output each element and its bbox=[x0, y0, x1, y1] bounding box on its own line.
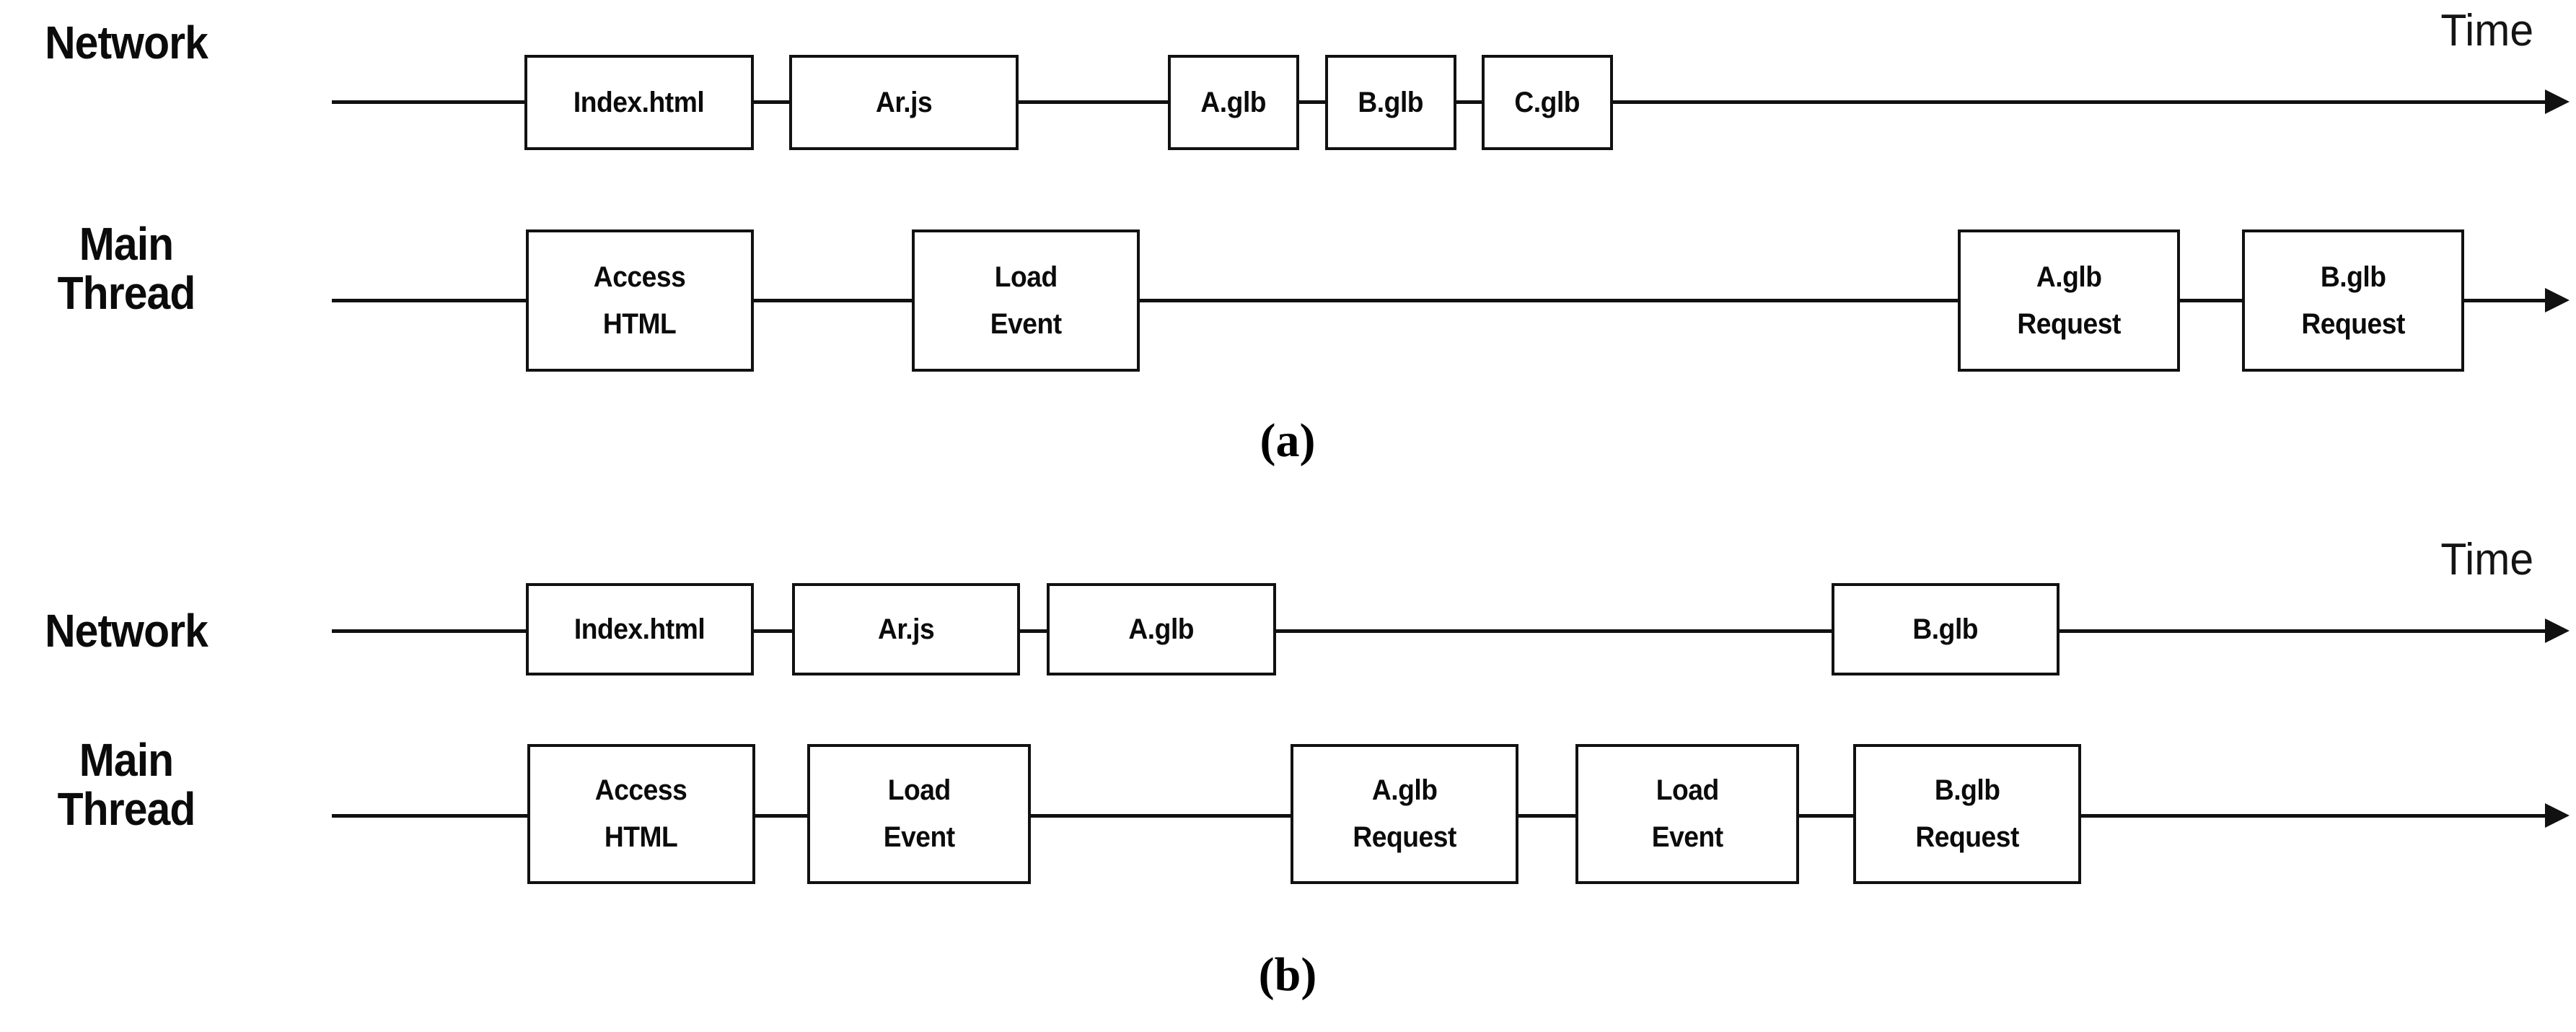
event-box-label: Ar.js bbox=[877, 613, 935, 645]
event-box-network-a-b-glb[interactable]: B.glb bbox=[1325, 55, 1456, 150]
event-box-label: Index.html bbox=[574, 613, 705, 645]
event-box-main-thread-b-load-event-1[interactable]: Load Event bbox=[807, 744, 1031, 884]
row-label-network-b: Network bbox=[45, 605, 208, 657]
event-box-label: B.glb Request bbox=[2301, 261, 2405, 340]
panel-caption-b: (b) bbox=[1258, 948, 1317, 1001]
event-box-label: B.glb bbox=[1358, 86, 1424, 118]
event-box-label: Load Event bbox=[883, 774, 955, 853]
event-box-label: A.glb Request bbox=[1353, 774, 1456, 853]
event-box-label: Index.html bbox=[573, 86, 705, 118]
event-box-label: Load Event bbox=[990, 261, 1062, 340]
event-box-network-a-c-glb[interactable]: C.glb bbox=[1482, 55, 1613, 150]
timeline-axis-network-b bbox=[332, 629, 2550, 633]
event-box-network-b-a-glb[interactable]: A.glb bbox=[1047, 583, 1276, 675]
panel-caption-a: (a) bbox=[1260, 414, 1316, 467]
event-box-network-a-index-html[interactable]: Index.html bbox=[524, 55, 754, 150]
event-box-label: C.glb bbox=[1514, 86, 1581, 118]
event-box-network-a-a-glb[interactable]: A.glb bbox=[1168, 55, 1299, 150]
event-box-main-thread-a-load-event[interactable]: Load Event bbox=[912, 229, 1140, 372]
event-box-network-a-ar-js[interactable]: Ar.js bbox=[789, 55, 1019, 150]
event-box-network-b-index-html[interactable]: Index.html bbox=[526, 583, 754, 675]
timeline-arrow-main-thread-a bbox=[2545, 288, 2570, 312]
event-box-network-b-ar-js[interactable]: Ar.js bbox=[792, 583, 1020, 675]
time-caption-network-b: Time bbox=[2440, 535, 2534, 585]
time-caption-network-a: Time bbox=[2440, 6, 2534, 56]
event-box-main-thread-b-access-html[interactable]: Access HTML bbox=[527, 744, 755, 884]
event-box-label: A.glb bbox=[1128, 613, 1195, 645]
event-box-label: Ar.js bbox=[875, 86, 933, 118]
event-box-main-thread-a-a-glb-request[interactable]: A.glb Request bbox=[1958, 229, 2180, 372]
timeline-axis-main-thread-a bbox=[332, 299, 2550, 302]
event-box-main-thread-b-load-event-2[interactable]: Load Event bbox=[1575, 744, 1799, 884]
event-box-label: Load Event bbox=[1651, 774, 1723, 853]
event-box-main-thread-b-b-glb-request[interactable]: B.glb Request bbox=[1853, 744, 2081, 884]
event-box-label: A.glb Request bbox=[2017, 261, 2121, 340]
event-box-label: Access HTML bbox=[594, 261, 686, 340]
event-box-label: Access HTML bbox=[595, 774, 687, 853]
event-box-label: B.glb Request bbox=[1915, 774, 2019, 853]
row-label-network-a: Network bbox=[45, 17, 208, 69]
event-box-main-thread-b-a-glb-request[interactable]: A.glb Request bbox=[1291, 744, 1518, 884]
timeline-arrow-network-a bbox=[2545, 89, 2570, 114]
event-box-main-thread-a-b-glb-request[interactable]: B.glb Request bbox=[2242, 229, 2464, 372]
event-box-label: A.glb bbox=[1200, 86, 1267, 118]
timeline-arrow-main-thread-b bbox=[2545, 803, 2570, 828]
row-label-main-thread-b: Main Thread bbox=[57, 734, 196, 835]
event-box-network-b-b-glb[interactable]: B.glb bbox=[1832, 583, 2060, 675]
row-label-main-thread-a: Main Thread bbox=[57, 218, 196, 319]
event-box-label: B.glb bbox=[1912, 613, 1979, 645]
event-box-main-thread-a-access-html[interactable]: Access HTML bbox=[526, 229, 754, 372]
timeline-arrow-network-b bbox=[2545, 618, 2570, 643]
